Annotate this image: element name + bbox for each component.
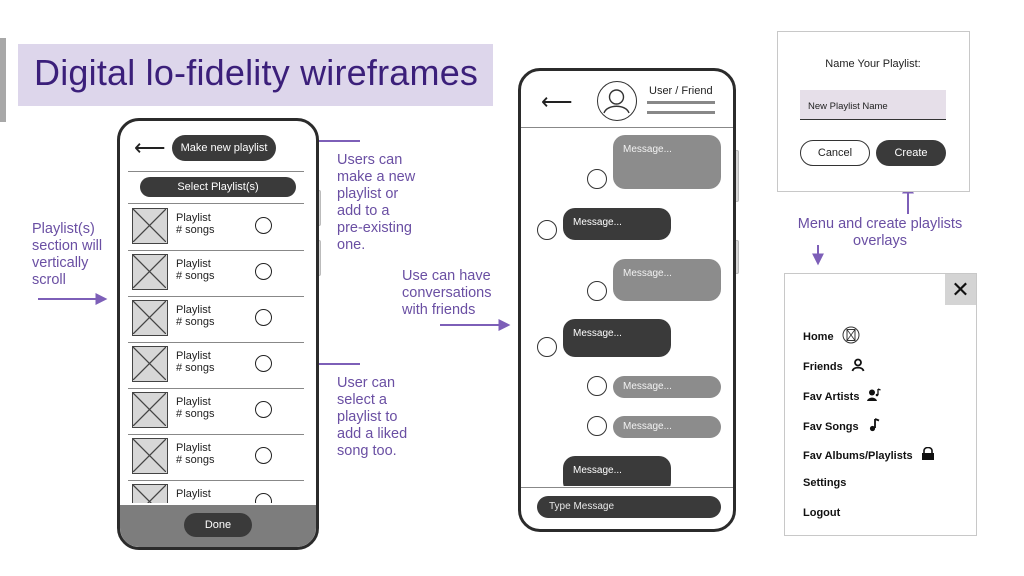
user-avatar-icon <box>587 281 607 301</box>
playlist-cover-placeholder-icon <box>132 438 168 474</box>
contact-name: User / Friend <box>649 85 713 97</box>
message-bubble-sent: Message... <box>613 135 721 189</box>
row-divider <box>128 388 304 389</box>
menu-item-logout[interactable]: Logout <box>803 507 841 519</box>
album-icon <box>921 446 935 464</box>
message-bubble-sent: Message... <box>613 259 721 301</box>
playlist-radio[interactable] <box>255 355 272 372</box>
playlist-cover-placeholder-icon <box>132 346 168 382</box>
row-divider <box>128 480 304 481</box>
title-band <box>18 44 493 106</box>
playlist-title: Playlist <box>176 212 211 224</box>
message-bubble-received: Message... <box>563 208 671 240</box>
playlist-name-input[interactable]: New Playlist Name <box>800 90 946 120</box>
create-playlist-overlay: Name Your Playlist: New Playlist Name Ca… <box>777 31 970 192</box>
playlist-row[interactable]: Playlist# songs <box>128 297 304 343</box>
menu-item-fav-artists[interactable]: Fav Artists <box>803 388 882 405</box>
scroll-note: Playlist(s) section will vertically scro… <box>32 221 103 288</box>
header-line <box>647 111 715 114</box>
playlist-title: Playlist <box>176 442 211 454</box>
select-playlists-header: Select Playlist(s) <box>140 177 296 197</box>
playlist-row[interactable]: Playlist# songs <box>128 343 304 389</box>
message-bubble-received: Message... <box>563 456 671 486</box>
playlist-radio[interactable] <box>255 263 272 280</box>
select-playlist-note: User can select a playlist to add a like… <box>337 375 408 459</box>
message-bubble-sent: Message... <box>613 376 721 398</box>
back-arrow-icon[interactable]: ⟵ <box>134 135 166 160</box>
slide-accent-bar <box>0 38 6 122</box>
playlist-song-count: # songs <box>176 270 215 282</box>
user-avatar-icon <box>587 169 607 189</box>
create-button[interactable]: Create <box>876 140 946 166</box>
message-input[interactable]: Type Message <box>537 496 721 518</box>
playlist-radio[interactable] <box>255 401 272 418</box>
header-divider <box>521 127 733 128</box>
input-divider <box>521 487 733 488</box>
row-divider <box>128 250 304 251</box>
divider <box>128 171 304 172</box>
make-playlist-button[interactable]: Make new playlist <box>172 135 276 161</box>
playlist-title: Playlist <box>176 304 211 316</box>
user-avatar-icon <box>587 416 607 436</box>
menu-overlay: ✕ Home Friends Fav Artists Fav Songs Fav… <box>784 273 977 536</box>
playlist-song-count: # songs <box>176 362 215 374</box>
person-icon <box>851 358 865 375</box>
playlist-cover-placeholder-icon <box>132 208 168 244</box>
message-bubble-sent: Message... <box>613 416 721 438</box>
back-arrow-icon[interactable]: ⟵ <box>541 89 573 114</box>
overlays-note: Menu and create playlists overlays <box>797 216 963 249</box>
playlist-title: Playlist <box>176 488 211 500</box>
conversation-note: Use can have conversations with friends <box>402 268 492 318</box>
home-logo-icon <box>842 326 860 347</box>
menu-item-friends[interactable]: Friends <box>803 358 865 375</box>
message-bubble-received: Message... <box>563 319 671 357</box>
playlist-row[interactable]: Playlist# songs <box>128 435 304 481</box>
chat-phone: ⟵ User / Friend Message... Message... Me… <box>518 68 736 532</box>
playlist-radio[interactable] <box>255 217 272 234</box>
playlist-song-count: # songs <box>176 224 215 236</box>
friend-avatar-icon <box>537 220 557 240</box>
music-note-icon <box>867 418 881 435</box>
playlist-song-count: # songs <box>176 408 215 420</box>
playlist-radio[interactable] <box>255 309 272 326</box>
user-avatar-icon <box>587 376 607 396</box>
friend-avatar-icon <box>537 337 557 357</box>
playlist-radio[interactable] <box>255 493 272 503</box>
header-line <box>647 101 715 104</box>
playlist-radio[interactable] <box>255 447 272 464</box>
contact-avatar-icon <box>597 81 637 121</box>
menu-item-home[interactable]: Home <box>803 326 860 347</box>
make-playlist-note: Users can make a new playlist or add to … <box>337 152 416 253</box>
artist-icon <box>867 388 882 405</box>
divider <box>128 203 304 204</box>
menu-item-fav-songs[interactable]: Fav Songs <box>803 418 881 435</box>
playlist-song-count: # songs <box>176 454 215 466</box>
playlist-row[interactable]: Playlist# songs <box>128 389 304 435</box>
playlist-cover-placeholder-icon <box>132 484 168 503</box>
cancel-button[interactable]: Cancel <box>800 140 870 166</box>
menu-item-fav-albums[interactable]: Fav Albums/Playlists <box>803 446 935 464</box>
row-divider <box>128 342 304 343</box>
playlist-cover-placeholder-icon <box>132 392 168 428</box>
playlist-row[interactable]: Playlist# songs <box>128 251 304 297</box>
slide-title: Digital lo-fidelity wireframes <box>34 52 479 93</box>
menu-item-settings[interactable]: Settings <box>803 477 847 489</box>
playlist-song-count: # songs <box>176 316 215 328</box>
overlay-heading: Name Your Playlist: <box>825 58 921 70</box>
playlist-title: Playlist <box>176 258 211 270</box>
playlist-title: Playlist <box>176 396 211 408</box>
playlist-row[interactable]: Playlist <box>128 481 304 503</box>
row-divider <box>128 434 304 435</box>
playlist-cover-placeholder-icon <box>132 254 168 290</box>
message-thread[interactable]: Message... Message... Message... Message… <box>521 129 733 486</box>
playlist-phone: ⟵ Make new playlist Select Playlist(s) P… <box>117 118 319 550</box>
row-divider <box>128 296 304 297</box>
playlist-cover-placeholder-icon <box>132 300 168 336</box>
playlist-title: Playlist <box>176 350 211 362</box>
playlist-row[interactable]: Playlist# songs <box>128 205 304 251</box>
close-icon[interactable]: ✕ <box>945 274 976 305</box>
done-button[interactable]: Done <box>184 513 252 537</box>
